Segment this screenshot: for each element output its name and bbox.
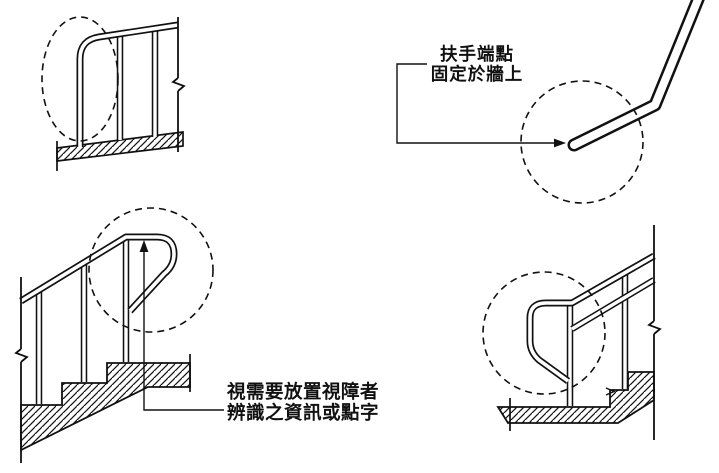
detail-dashed-ellipse — [41, 16, 119, 142]
rail-cut-line-with-break — [14, 277, 29, 463]
detail-dashed-circle — [520, 80, 644, 204]
handrail-wall-section-figure — [41, 16, 186, 171]
handrail-with-loop — [19, 233, 178, 314]
baluster — [566, 273, 629, 406]
baluster — [116, 29, 159, 140]
wall-cut-line-with-break — [171, 17, 186, 152]
annotation-line: 視需要放置視障者 — [227, 381, 380, 402]
annotation-line: 扶手端點 — [440, 44, 514, 64]
baluster — [35, 239, 130, 404]
handrail-with-loop — [526, 252, 656, 384]
hatched-floor-and-stair — [496, 371, 655, 424]
leader-line-wall-fix — [396, 63, 555, 144]
annotation-line: 固定於牆上 — [430, 63, 524, 84]
annotation-handrail-end-fixed-to-wall: 扶手端點 固定於牆上 — [429, 44, 525, 84]
step-break-mark — [605, 387, 616, 396]
detail-dashed-circle — [88, 207, 214, 333]
stair-bottom-handrail-figure — [482, 225, 662, 440]
leader-arrowhead — [554, 138, 566, 148]
lower-rail — [570, 277, 656, 332]
wall-cut-line-with-break — [647, 225, 662, 440]
handrail-curved-end — [76, 21, 179, 147]
handrail-end-fixed-to-wall-figure — [396, 0, 705, 204]
stair-top-handrail-figure — [14, 207, 224, 463]
annotation-braille-info: 視需要放置視障者 辨識之資訊或點字 — [227, 381, 380, 423]
annotation-line: 辨識之資訊或點字 — [227, 401, 380, 423]
handrail-tube-end — [567, 0, 705, 152]
leader-line-braille — [143, 249, 224, 411]
leader-arrowhead — [139, 240, 149, 252]
hatched-stair-slab — [20, 362, 191, 452]
detail-dashed-circle — [482, 271, 606, 395]
